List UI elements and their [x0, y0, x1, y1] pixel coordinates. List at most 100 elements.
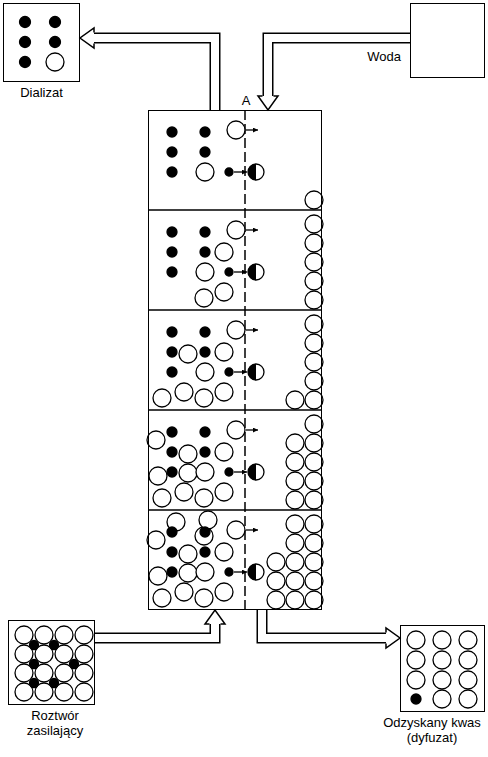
metal-ion [50, 37, 61, 48]
acid-ion [199, 511, 217, 529]
half-filled-ion [248, 464, 264, 480]
acid-ion [305, 434, 323, 452]
acid-ion [179, 345, 197, 363]
acid-ion [227, 121, 245, 139]
acid-ion [286, 515, 304, 533]
acid-ion [305, 553, 323, 571]
metal-ion [200, 147, 210, 157]
acid-ion [196, 363, 214, 381]
acid-ion [196, 263, 214, 281]
acid-ion [459, 631, 477, 649]
arrow-head [258, 96, 278, 110]
acid-ion [459, 651, 477, 669]
acid-ion [149, 467, 167, 485]
metal-ion [200, 347, 210, 357]
flow-arrow [258, 38, 410, 110]
acid-ion [286, 491, 304, 509]
metal-ion [167, 447, 177, 457]
arrow-body [95, 624, 215, 638]
transport-arrow [234, 171, 247, 172]
acid-ion [149, 567, 167, 585]
half-filled-ion [248, 364, 256, 380]
metal-ion [200, 227, 210, 237]
metal-ion [30, 660, 39, 669]
flow-arrow [95, 610, 225, 638]
metal-ion [167, 327, 177, 337]
acid-ion [305, 291, 323, 309]
acid-ion [179, 464, 197, 482]
membrane-line [244, 110, 246, 610]
acid-ion [305, 472, 323, 490]
metal-ion [167, 227, 177, 237]
metal-ion [167, 547, 177, 557]
metal-ion [225, 268, 233, 276]
transport-arrow [246, 229, 258, 230]
metal-ion [225, 368, 233, 376]
acid-ion [35, 626, 53, 644]
acid-ion [305, 491, 323, 509]
transport-arrow [246, 129, 258, 130]
metal-ion [200, 127, 210, 137]
metal-ion [167, 527, 177, 537]
metal-ion [167, 427, 177, 437]
transport-arrow [234, 471, 247, 472]
half-filled-ion [248, 464, 256, 480]
flow-arrow [80, 28, 215, 110]
half-filled-ion [248, 364, 264, 380]
arrow-head [205, 610, 225, 624]
particles [15, 17, 477, 709]
arrow-body [268, 38, 410, 96]
acid-ion [305, 372, 323, 390]
acid-ion [195, 289, 213, 307]
half-filled-ion [248, 264, 264, 280]
metal-ion [167, 267, 177, 277]
metal-ion [167, 367, 177, 377]
metal-ion [200, 547, 210, 557]
acid-ion [175, 483, 193, 501]
acid-ion [459, 671, 477, 689]
metal-ion [30, 679, 39, 688]
acid-ion [407, 651, 425, 669]
metal-ion [200, 327, 210, 337]
acid-ion [305, 215, 323, 233]
acid-ion [215, 343, 233, 361]
dialysate-box: Dializat [3, 3, 80, 82]
acid-ion [407, 631, 425, 649]
acid-ion [305, 234, 323, 252]
metal-ion [167, 567, 177, 577]
acid-ion [286, 572, 304, 590]
acid-ion [305, 253, 323, 271]
metal-ion [167, 467, 177, 477]
acid-ion [267, 591, 285, 609]
metal-ion [50, 17, 61, 28]
arrow-body [94, 38, 215, 110]
acid-ion [215, 243, 233, 261]
arrow-head [386, 628, 400, 648]
metal-ion [225, 468, 233, 476]
section-divider [148, 209, 322, 211]
box-label: Odzyskany kwas (dyfuzat) [380, 716, 484, 746]
acid-ion [215, 483, 233, 501]
acid-ion [286, 591, 304, 609]
acid-ion [215, 283, 233, 301]
acid-ion [15, 626, 33, 644]
acid-ion [196, 563, 214, 581]
transport-arrow [234, 371, 247, 372]
acid-ion [179, 445, 197, 463]
metal-ion [225, 168, 233, 176]
flow-arrow [262, 610, 400, 648]
acid-ion [75, 645, 93, 663]
acid-ion [305, 515, 323, 533]
acid-ion [433, 690, 451, 708]
metal-ion [411, 694, 421, 704]
acid-ion [215, 583, 233, 601]
arrow-outline [262, 610, 386, 638]
metal-ion [167, 347, 177, 357]
metal-ion [200, 427, 210, 437]
box-label: Woda [367, 50, 401, 65]
acid-ion [305, 353, 323, 371]
acid-ion [195, 389, 213, 407]
half-filled-ion [248, 164, 264, 180]
acid-ion [175, 383, 193, 401]
